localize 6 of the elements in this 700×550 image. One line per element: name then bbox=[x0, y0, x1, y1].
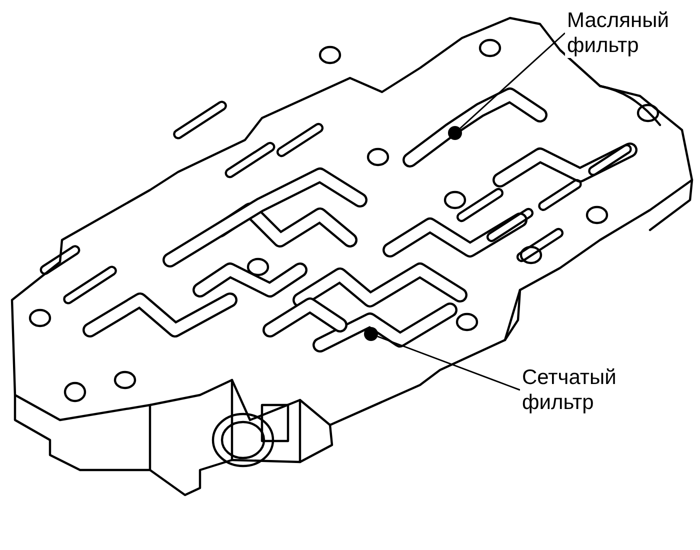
leader-line bbox=[460, 32, 566, 129]
filter-location-dot bbox=[448, 126, 462, 140]
callout-label: Масляный фильтр bbox=[567, 9, 669, 57]
callout-label: Сетчатый фильтр bbox=[522, 366, 616, 414]
filter-location-dot bbox=[364, 327, 378, 341]
leader-line bbox=[377, 336, 520, 391]
